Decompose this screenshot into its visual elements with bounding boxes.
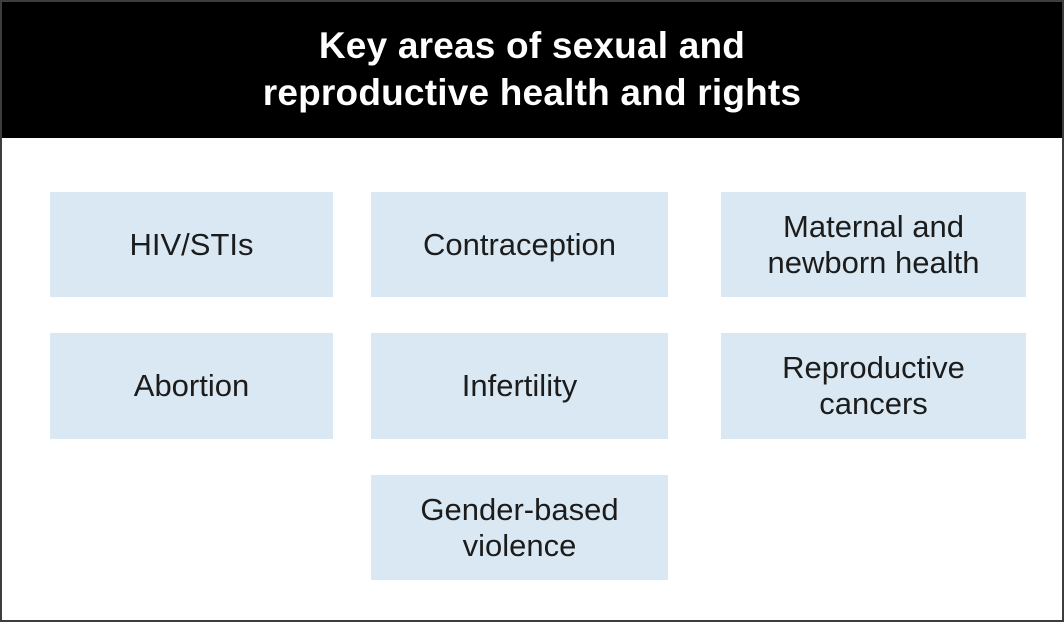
- diagram-title-line-2: reproductive health and rights: [262, 72, 802, 113]
- box-abortion: Abortion: [50, 333, 333, 439]
- diagram-title-banner: Key areas of sexual and reproductive hea…: [2, 2, 1062, 138]
- box-infertility: Infertility: [371, 333, 668, 439]
- box-maternal-newborn-health: Maternal and newborn health: [721, 192, 1026, 297]
- box-reproductive-cancers: Reproductive cancers: [721, 333, 1026, 439]
- diagram-title-line-1: Key areas of sexual and: [318, 25, 746, 66]
- box-hiv-stis: HIV/STIs: [50, 192, 333, 297]
- diagram-body: HIV/STIs Contraception Maternal and newb…: [2, 138, 1062, 620]
- box-gender-based-violence: Gender-based violence: [371, 475, 668, 580]
- box-contraception: Contraception: [371, 192, 668, 297]
